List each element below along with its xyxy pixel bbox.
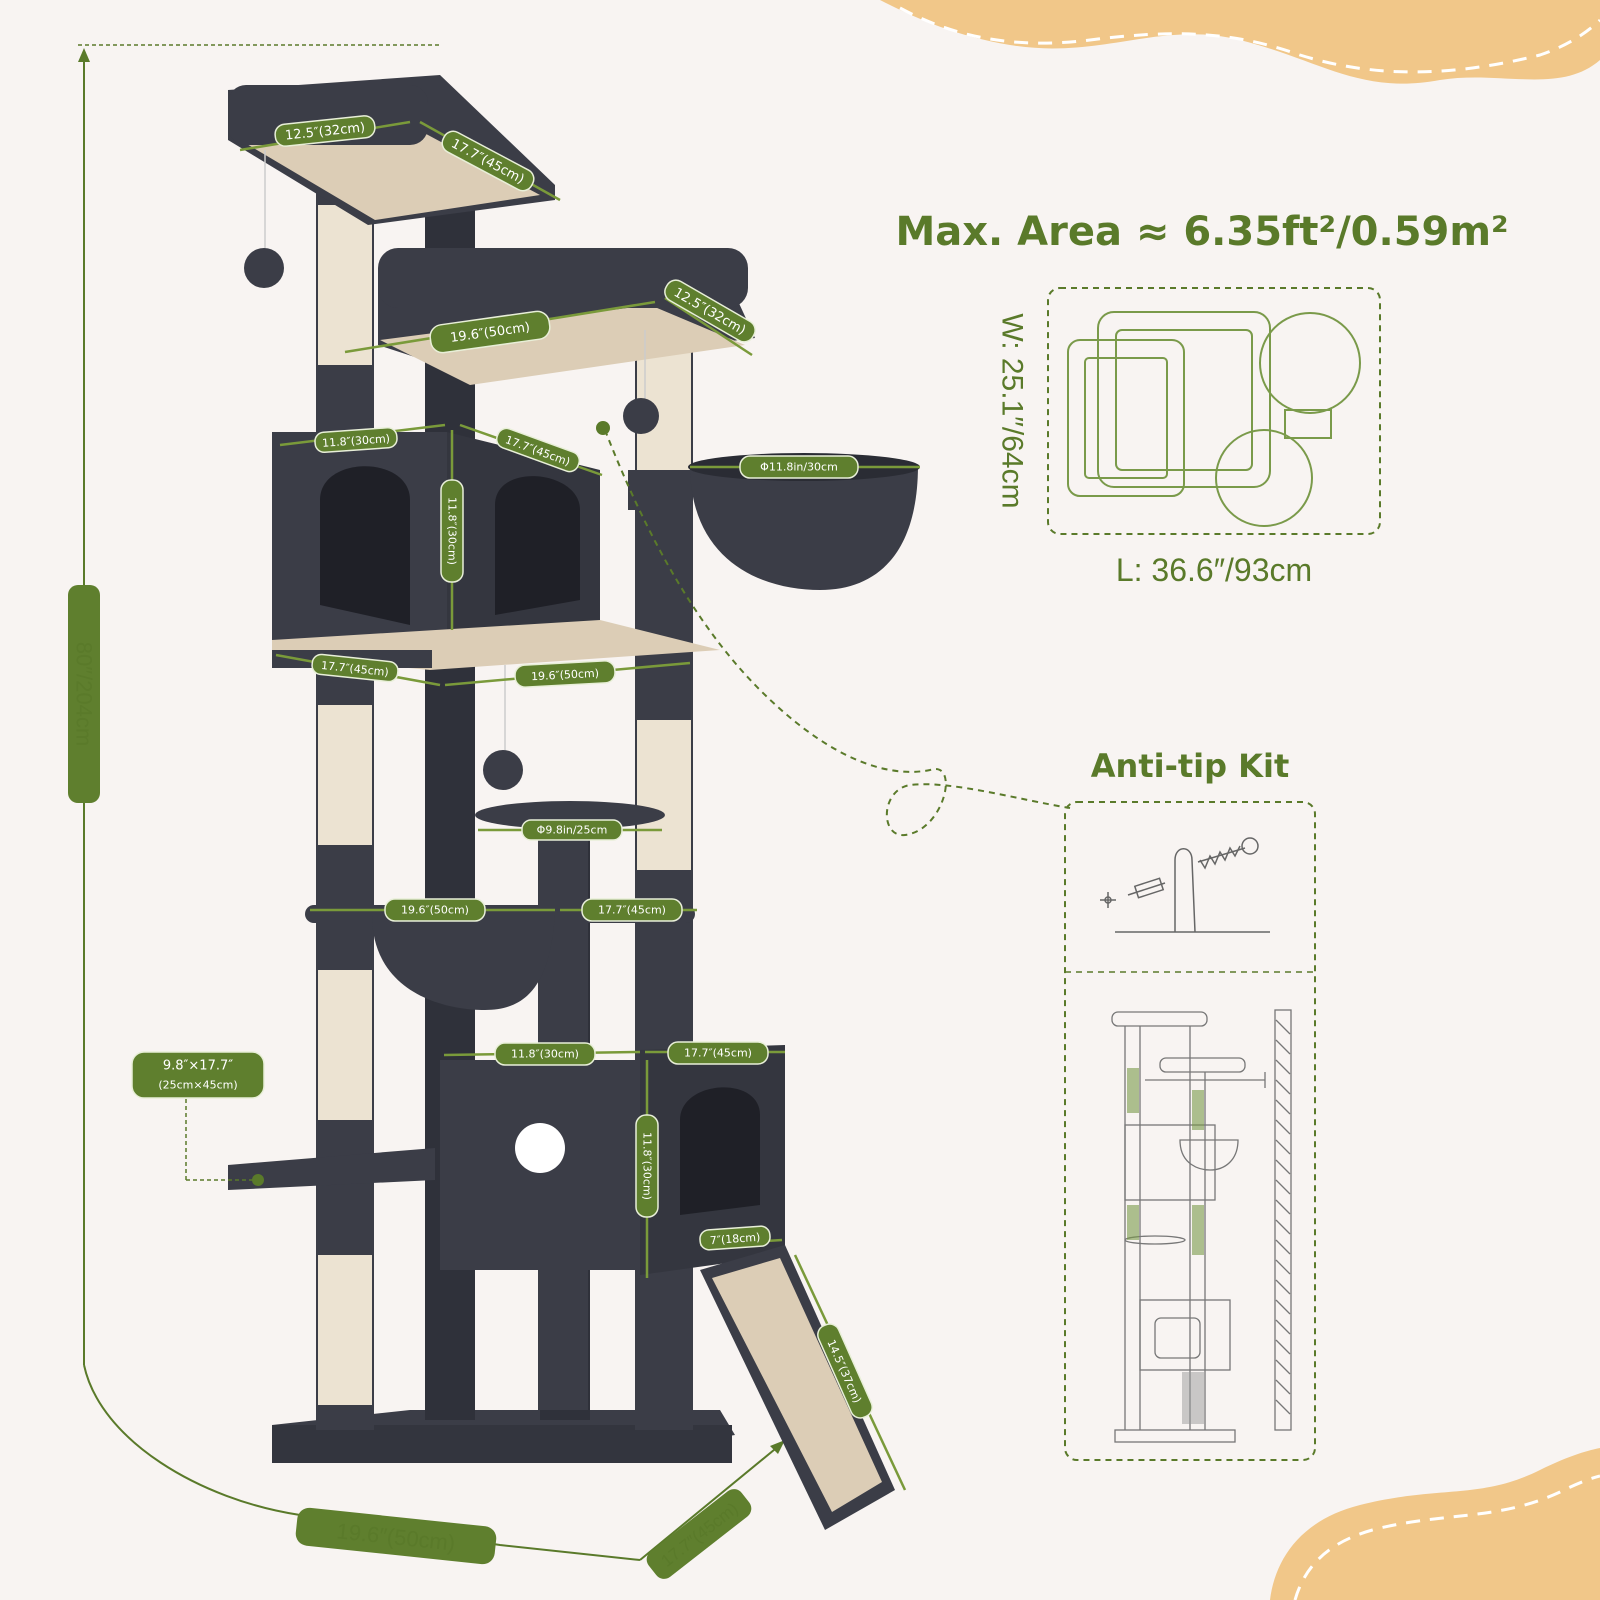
svg-text:19.6″(50cm): 19.6″(50cm) (401, 904, 469, 917)
svg-text:(25cm×45cm): (25cm×45cm) (158, 1079, 237, 1092)
tag-mid-depth: 17.7″(45cm) (311, 653, 399, 683)
base-depth-tag: 17.7″(45cm) (646, 1489, 752, 1579)
tag-lower-condo-depth: 17.7″(45cm) (667, 1041, 769, 1065)
svg-text:7″(18cm): 7″(18cm) (709, 1231, 760, 1247)
svg-text:Φ9.8in/25cm: Φ9.8in/25cm (537, 824, 608, 837)
tag-ramp-width: 7″(18cm) (699, 1225, 771, 1251)
area-footprint-box (1047, 287, 1381, 535)
svg-text:9.8″×17.7″: 9.8″×17.7″ (163, 1059, 233, 1074)
svg-text:17.7″(45cm): 17.7″(45cm) (598, 904, 666, 917)
tag-hammock-width: 19.6″(50cm) (384, 898, 486, 922)
tag-condo-height: 11.8″(30cm) (440, 479, 464, 583)
area-length-label: L: 36.6″/93cm (1116, 552, 1312, 588)
cat-tree (228, 75, 920, 1530)
tag-second-width: 19.6″(50cm) (429, 310, 551, 354)
total-height-tag: 80″/204cm (68, 585, 100, 803)
pom-pom-icon (623, 398, 659, 434)
area-headline: Max. Area ≈ 6.35ft²/0.59m² (895, 209, 1508, 255)
tag-basket-diameter: Φ11.8in/30cm (739, 455, 859, 479)
svg-text:11.8″(30cm): 11.8″(30cm) (322, 432, 391, 450)
pom-pom-icon (483, 750, 523, 790)
wall-mounted-tree-illustration (1111, 1009, 1292, 1443)
base-width-tag: 19.6″(50cm) (295, 1507, 497, 1565)
bottom-right-blob (1270, 1448, 1600, 1600)
tag-top-width: 12.5″(32cm) (274, 115, 376, 147)
tag-mid-width: 19.6″(50cm) (514, 660, 616, 688)
svg-text:19.6″(50cm): 19.6″(50cm) (531, 667, 600, 684)
tag-lower-condo-height: 11.8″(30cm) (635, 1114, 659, 1218)
tag-round-platform: Φ9.8in/25cm (521, 819, 623, 841)
svg-text:11.8″(30cm): 11.8″(30cm) (446, 497, 459, 565)
area-width-label: W: 25.1″/64cm (996, 313, 1029, 508)
screw-icon (1100, 837, 1270, 933)
anti-tip-panel (1064, 801, 1316, 1461)
top-right-blob (880, 0, 1600, 84)
svg-text:11.8″(30cm): 11.8″(30cm) (641, 1132, 654, 1200)
tag-step-size: 9.8″×17.7″ (25cm×45cm) (131, 1051, 265, 1099)
svg-text:Φ11.8in/30cm: Φ11.8in/30cm (760, 461, 838, 474)
pom-pom-icon (244, 248, 284, 288)
tag-lower-condo-width: 11.8″(30cm) (494, 1042, 596, 1066)
tag-hammock-depth: 17.7″(45cm) (581, 898, 683, 922)
svg-text:11.8″(30cm): 11.8″(30cm) (511, 1048, 579, 1061)
svg-text:80″/204cm: 80″/204cm (72, 642, 97, 746)
anti-tip-title: Anti-tip Kit (1091, 747, 1289, 785)
svg-text:17.7″(45cm): 17.7″(45cm) (684, 1047, 752, 1060)
tag-condo-width: 11.8″(30cm) (314, 427, 398, 453)
